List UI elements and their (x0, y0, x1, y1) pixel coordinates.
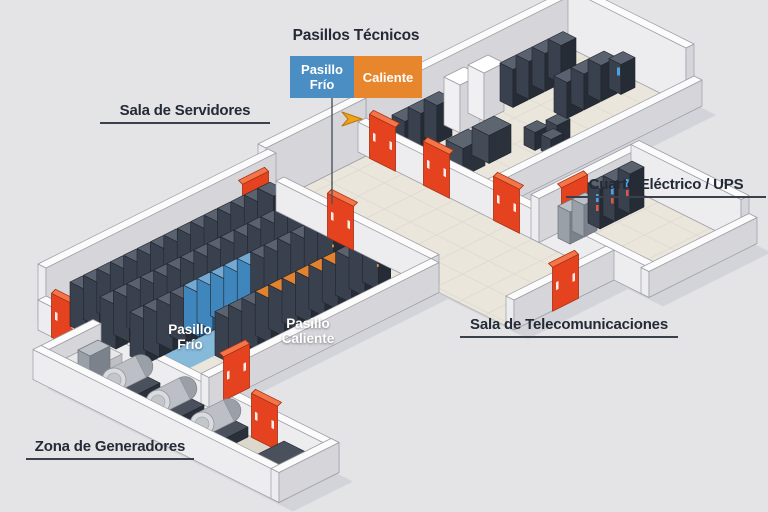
telecom-cabinets (557, 160, 645, 245)
entrance-arrow-icon (341, 111, 363, 127)
door (251, 388, 282, 451)
label-telecom-room: Sala de Telecomunicaciones (460, 316, 678, 338)
generator-zone-front (32, 345, 340, 503)
diagram-title: Pasillos Técnicos (292, 27, 420, 44)
server-racks (69, 181, 392, 365)
telecom-room-front (640, 213, 758, 298)
legend-connector-line (331, 98, 333, 204)
door (369, 109, 400, 172)
door (327, 188, 358, 251)
server-room-front (200, 176, 440, 408)
legend-hot-aisle: Caliente (354, 56, 422, 98)
label-electrical-room: Cuarto Eléctrico / UPS (566, 176, 766, 198)
door (219, 339, 250, 402)
legend-hot-label: Caliente (362, 69, 414, 85)
door (548, 249, 579, 312)
label-generator-zone: Zona de Generadores (26, 438, 194, 460)
hallway-front-wall (505, 245, 615, 331)
label-server-room: Sala de Servidores (100, 102, 270, 124)
legend-cold-aisle: Pasillo Frío (290, 56, 354, 98)
door (493, 171, 524, 234)
label-hot-aisle-floor: Pasillo Caliente (281, 316, 335, 346)
legend-cold-label2: Frío (309, 77, 335, 92)
legend-cold-label: Pasillo (301, 62, 343, 77)
label-cold-aisle-floor: Pasillo Frío (168, 322, 212, 352)
electrical-cabinets (391, 31, 636, 177)
door (423, 136, 454, 199)
